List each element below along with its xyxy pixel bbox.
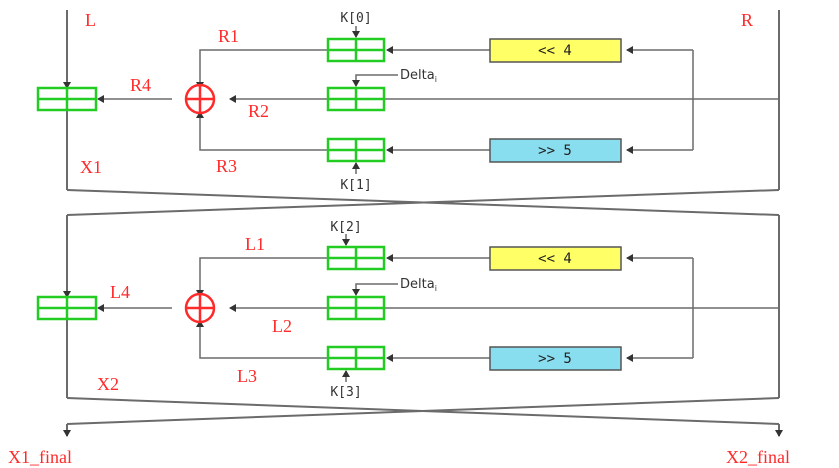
adder-delta-2 — [326, 295, 386, 321]
l4-label: L4 — [110, 282, 130, 302]
shift-right-box: >> 5 — [489, 138, 622, 163]
shift-right-label: >> 5 — [538, 143, 572, 159]
shift-left-label: << 4 — [538, 43, 572, 59]
r3-wire — [196, 111, 328, 151]
delta-feed-wire — [352, 74, 398, 87]
r4-label: R4 — [130, 75, 151, 95]
x2-label: X2 — [97, 374, 119, 394]
k3-label: K[3] — [330, 385, 361, 400]
input-right-label: R — [741, 10, 753, 30]
l3-label: L3 — [237, 366, 257, 386]
output-right-label: X2_final — [726, 447, 790, 467]
adder-l-r4 — [36, 86, 98, 112]
l2-label: L2 — [272, 316, 292, 336]
delta-label-2: Deltai — [400, 277, 437, 293]
cross2-right-to-left — [66, 397, 780, 425]
output-left-label: X1_final — [8, 447, 72, 467]
adder-k1 — [326, 137, 386, 163]
shift-right-box-2: >> 5 — [489, 346, 622, 371]
adder-k0 — [326, 37, 386, 63]
delta-label: Deltai — [400, 68, 437, 84]
adder-l-l4 — [36, 295, 98, 321]
xor-gate-2 — [184, 292, 216, 324]
r1-wire — [196, 49, 328, 89]
crossover-2 — [63, 397, 783, 437]
r1-label: R1 — [218, 26, 239, 46]
round-1: << 4 >> 5 L R R1 R4 R2 R3 X1 K[0] K[1] D… — [36, 10, 780, 193]
shift-left-box-2: << 4 — [489, 246, 622, 271]
l1-wire — [196, 257, 328, 297]
r2-label: R2 — [248, 101, 269, 121]
cross-right-to-left — [66, 189, 780, 216]
adder-delta — [326, 86, 386, 112]
shift-left-label-2: << 4 — [538, 251, 572, 267]
l3-wire — [196, 320, 328, 359]
adder-k2 — [326, 245, 386, 271]
r3-label: R3 — [216, 156, 237, 176]
xor-gate — [184, 83, 216, 115]
shift-left-box: << 4 — [489, 38, 622, 63]
l1-label: L1 — [245, 234, 265, 254]
adder-k3 — [326, 345, 386, 371]
crossover-1 — [66, 189, 780, 216]
round-2: << 4 >> 5 L1 L4 L2 L3 X2 K[2] K[3] Delta… — [36, 215, 780, 400]
input-left-label: L — [85, 10, 96, 30]
x1-label: X1 — [80, 157, 102, 177]
k2-label: K[2] — [330, 220, 361, 235]
k0-label: K[0] — [340, 11, 371, 26]
round2-delta-feed-wire — [352, 283, 398, 296]
shift-right-label-2: >> 5 — [538, 351, 572, 367]
k1-label: K[1] — [340, 178, 371, 193]
